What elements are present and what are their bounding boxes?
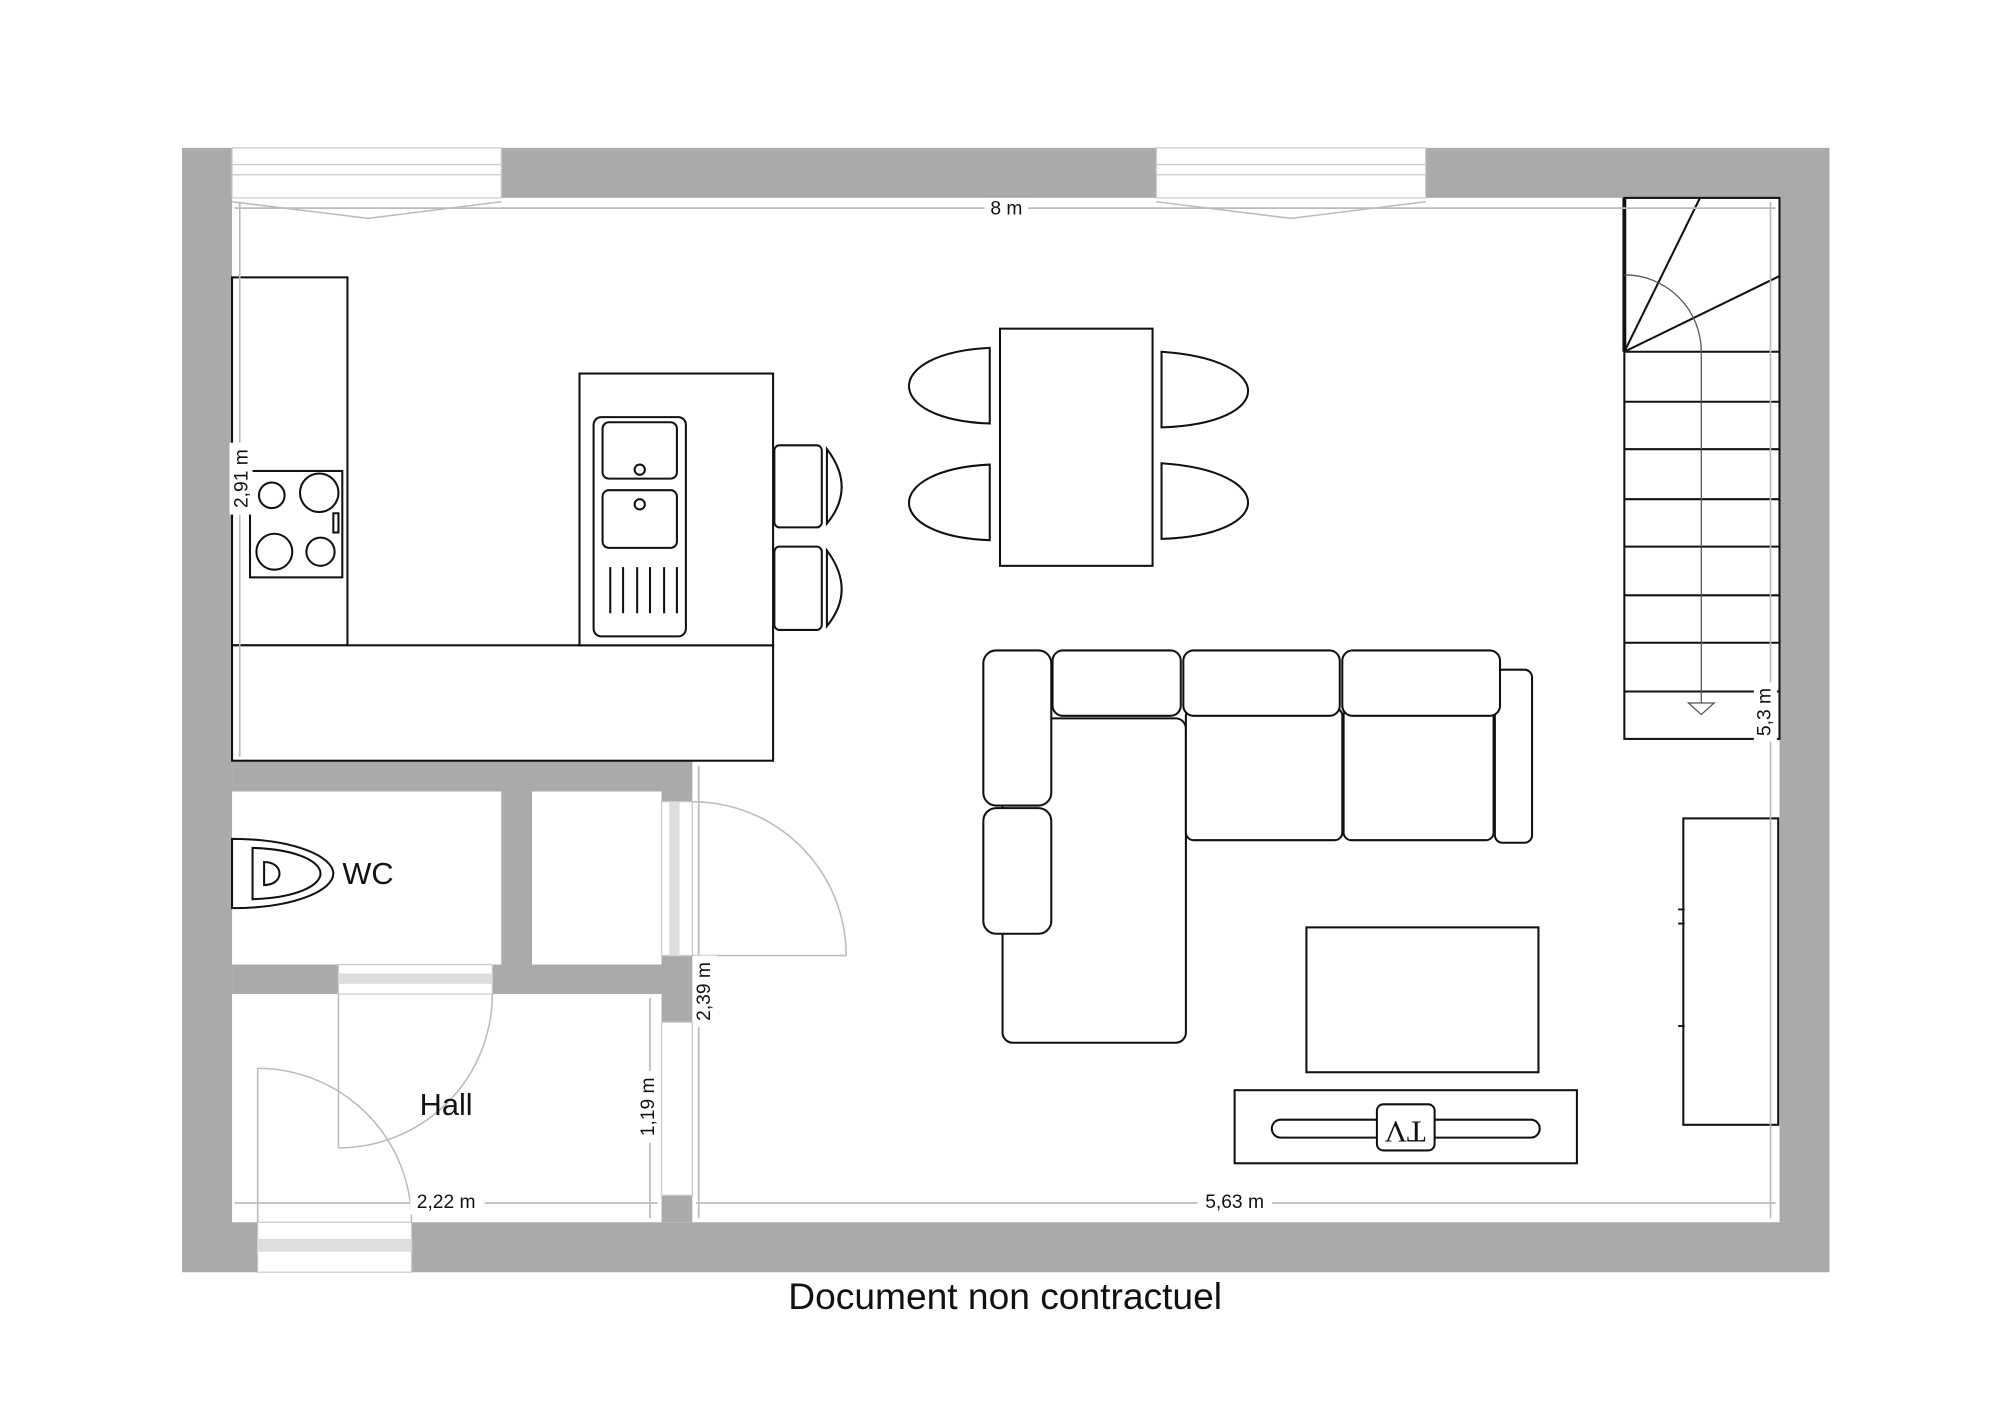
- dimension-living-width: 5,63 m: [1205, 1192, 1264, 1213]
- cooktop-icon: [248, 469, 344, 579]
- partition: [660, 1021, 693, 1196]
- living-door: [660, 800, 847, 957]
- chair: [1160, 462, 1250, 540]
- dimension-kitchen-depth: 2,91 m: [231, 449, 252, 508]
- coffee-table: [1305, 926, 1540, 1074]
- kitchen: [231, 276, 843, 762]
- room-label-wc: WC: [342, 856, 393, 891]
- kitchen-counter: [231, 644, 775, 762]
- chair: [908, 346, 991, 425]
- tv-label: TV: [1385, 1115, 1426, 1149]
- tv-icon: [1375, 1103, 1436, 1152]
- window-dining: [1155, 147, 1427, 220]
- sofa: [982, 649, 1534, 1044]
- sideboard: [1678, 817, 1780, 1126]
- bar-stool: [773, 444, 843, 529]
- dining-table: [998, 327, 1154, 567]
- dimension-hall-width: 2,22 m: [417, 1192, 476, 1213]
- dimension-total-width: 8 m: [990, 199, 1022, 220]
- disclaimer: Document non contractuel: [788, 1275, 1222, 1317]
- bar-stool: [773, 545, 843, 631]
- stairs-direction-arrow-icon: [1686, 702, 1716, 716]
- dimension-total-depth: 5,3 m: [1754, 688, 1775, 736]
- tv-stand: TV: [1233, 1089, 1578, 1165]
- window-kitchen: [231, 147, 502, 220]
- sink-icon: [592, 416, 687, 638]
- dimension-hall-depth: 1,19 m: [638, 1077, 659, 1136]
- staircase: [1622, 196, 1781, 740]
- wc-door: [337, 963, 494, 1149]
- toilet-icon: [231, 837, 335, 910]
- chair: [1160, 350, 1250, 429]
- entrance-door: [256, 1067, 413, 1273]
- room-label-hall: Hall: [420, 1087, 473, 1122]
- dining-set: [908, 327, 1250, 567]
- interior-walls: [232, 760, 693, 1223]
- dimension-hall-side: 2,39 m: [694, 962, 715, 1021]
- chair: [908, 463, 991, 542]
